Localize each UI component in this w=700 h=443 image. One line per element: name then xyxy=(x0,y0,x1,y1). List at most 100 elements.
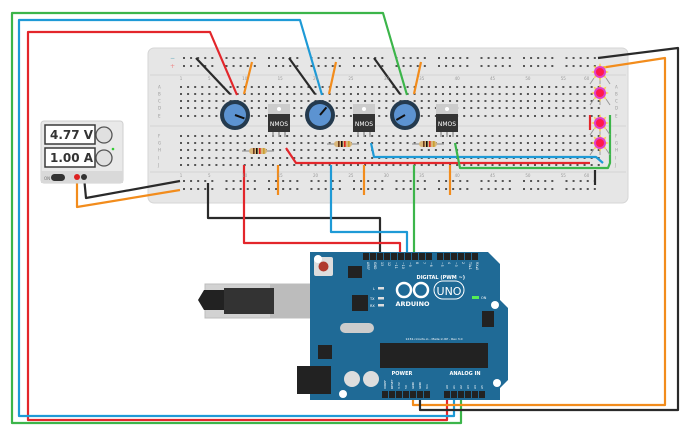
black-wire[interactable] xyxy=(206,183,382,258)
breadboard-hole[interactable] xyxy=(321,164,324,166)
breadboard-hole[interactable] xyxy=(555,115,558,117)
breadboard-hole[interactable] xyxy=(548,164,551,166)
breadboard-hole[interactable] xyxy=(194,164,197,166)
digital-pin[interactable] xyxy=(363,253,369,260)
breadboard-hole[interactable] xyxy=(279,157,282,159)
breadboard-hole[interactable] xyxy=(413,135,416,137)
breadboard-hole[interactable] xyxy=(484,86,487,88)
breadboard-hole[interactable] xyxy=(548,149,551,151)
breadboard-hole[interactable] xyxy=(420,164,423,166)
power-pin[interactable] xyxy=(389,391,395,398)
rail-hole[interactable] xyxy=(409,65,412,67)
rail-hole[interactable] xyxy=(232,57,235,59)
rail-hole[interactable] xyxy=(225,180,228,182)
rail-hole[interactable] xyxy=(423,188,426,190)
breadboard-hole[interactable] xyxy=(342,86,345,88)
breadboard-hole[interactable] xyxy=(456,135,459,137)
rail-hole[interactable] xyxy=(579,57,582,59)
breadboard-hole[interactable] xyxy=(484,164,487,166)
black-wire[interactable] xyxy=(195,57,231,95)
breadboard-hole[interactable] xyxy=(187,115,190,117)
rail-hole[interactable] xyxy=(466,180,469,182)
breadboard-hole[interactable] xyxy=(583,115,586,117)
rail-hole[interactable] xyxy=(395,65,398,67)
rail-hole[interactable] xyxy=(466,65,469,67)
rail-hole[interactable] xyxy=(367,188,370,190)
rail-hole[interactable] xyxy=(338,188,341,190)
breadboard-hole[interactable] xyxy=(300,115,303,117)
rail-hole[interactable] xyxy=(289,180,292,182)
breadboard-hole[interactable] xyxy=(243,142,246,144)
breadboard-hole[interactable] xyxy=(342,93,345,95)
breadboard-hole[interactable] xyxy=(314,149,317,151)
breadboard-hole[interactable] xyxy=(512,142,515,144)
orange-wire[interactable] xyxy=(412,61,423,95)
breadboard-hole[interactable] xyxy=(498,86,501,88)
breadboard-hole[interactable] xyxy=(555,149,558,151)
breadboard-hole[interactable] xyxy=(250,100,253,102)
rail-hole[interactable] xyxy=(501,188,504,190)
breadboard-hole[interactable] xyxy=(491,164,494,166)
rail-hole[interactable] xyxy=(395,180,398,182)
breadboard-hole[interactable] xyxy=(307,164,310,166)
breadboard-hole[interactable] xyxy=(335,157,338,159)
rail-hole[interactable] xyxy=(537,180,540,182)
breadboard-hole[interactable] xyxy=(222,142,225,144)
breadboard-hole[interactable] xyxy=(597,115,600,117)
breadboard-hole[interactable] xyxy=(519,107,522,109)
breadboard-hole[interactable] xyxy=(519,135,522,137)
rail-hole[interactable] xyxy=(593,57,596,59)
rail-hole[interactable] xyxy=(331,57,334,59)
analog-pin[interactable] xyxy=(479,391,485,398)
breadboard-hole[interactable] xyxy=(449,100,452,102)
breadboard-hole[interactable] xyxy=(208,135,211,137)
breadboard-hole[interactable] xyxy=(463,93,466,95)
breadboard-hole[interactable] xyxy=(201,100,204,102)
breadboard-hole[interactable] xyxy=(392,93,395,95)
rail-hole[interactable] xyxy=(494,65,497,67)
breadboard-hole[interactable] xyxy=(293,149,296,151)
breadboard-hole[interactable] xyxy=(180,135,182,137)
breadboard-hole[interactable] xyxy=(264,164,267,166)
rail-hole[interactable] xyxy=(239,57,242,59)
breadboard-hole[interactable] xyxy=(562,93,565,95)
rail-hole[interactable] xyxy=(544,65,547,67)
breadboard-hole[interactable] xyxy=(250,115,253,117)
breadboard-hole[interactable] xyxy=(505,93,508,95)
rail-hole[interactable] xyxy=(508,57,511,59)
breadboard-hole[interactable] xyxy=(257,142,260,144)
breadboard-hole[interactable] xyxy=(583,93,586,95)
breadboard-hole[interactable] xyxy=(187,142,190,144)
breadboard-hole[interactable] xyxy=(505,115,508,117)
breadboard-hole[interactable] xyxy=(449,86,452,88)
rail-hole[interactable] xyxy=(381,180,384,182)
breadboard-hole[interactable] xyxy=(194,149,197,151)
rail-hole[interactable] xyxy=(523,188,525,190)
breadboard-hole[interactable] xyxy=(357,93,359,95)
breadboard-hole[interactable] xyxy=(257,107,260,109)
rail-hole[interactable] xyxy=(253,180,256,182)
breadboard-hole[interactable] xyxy=(342,100,345,102)
orange-wire[interactable] xyxy=(327,61,338,95)
rail-hole[interactable] xyxy=(551,57,554,59)
rail-hole[interactable] xyxy=(183,57,185,59)
led[interactable] xyxy=(589,114,611,136)
breadboard-hole[interactable] xyxy=(420,115,423,117)
breadboard-hole[interactable] xyxy=(187,100,190,102)
breadboard-hole[interactable] xyxy=(264,100,267,102)
breadboard-hole[interactable] xyxy=(406,135,409,137)
rail-hole[interactable] xyxy=(523,180,525,182)
breadboard-hole[interactable] xyxy=(548,93,551,95)
breadboard-hole[interactable] xyxy=(463,142,466,144)
breadboard-hole[interactable] xyxy=(406,149,409,151)
rail-hole[interactable] xyxy=(593,188,596,190)
nmos-transistor[interactable]: NMOS xyxy=(353,104,375,137)
rail-hole[interactable] xyxy=(508,180,511,182)
breadboard-hole[interactable] xyxy=(434,93,437,95)
breadboard-hole[interactable] xyxy=(264,115,267,117)
rail-hole[interactable] xyxy=(466,57,469,59)
breadboard-hole[interactable] xyxy=(321,135,324,137)
breadboard-hole[interactable] xyxy=(328,149,331,151)
breadboard-hole[interactable] xyxy=(534,142,536,144)
breadboard-hole[interactable] xyxy=(307,135,310,137)
